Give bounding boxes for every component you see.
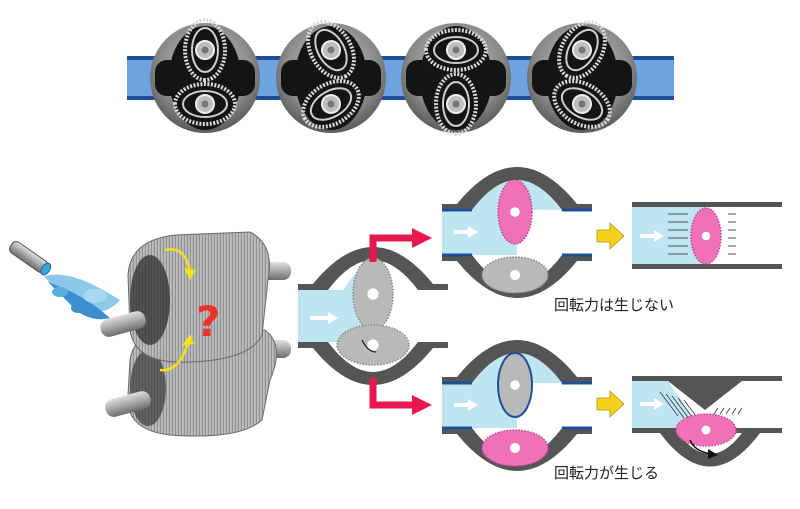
- meter-initial: [298, 247, 448, 385]
- pressure-arrow-icon: [659, 391, 679, 417]
- meter-no-torque: [442, 167, 592, 298]
- question-mark: ?: [196, 297, 220, 346]
- pressure-arrow-icon: [731, 407, 737, 415]
- gear-frame-3: [401, 23, 511, 136]
- oval-gear-icon: [552, 79, 612, 129]
- pressure-arrow-icon: [719, 407, 725, 415]
- yellow-arrow-top-icon: [596, 222, 625, 250]
- gear-pink-vertical: [497, 179, 533, 245]
- caption-no-torque: 回転力は生じない: [554, 296, 675, 314]
- gear-frame-1: [150, 18, 260, 133]
- meter-torque: [442, 340, 592, 471]
- gear-pink-tilted: [675, 413, 737, 447]
- gear-axle-icon: [510, 207, 520, 217]
- nozzle-icon: [9, 241, 52, 276]
- rotation-arrow-top-icon: [164, 248, 192, 273]
- gear-axle-icon: [509, 269, 521, 281]
- gear-axle-icon: [510, 380, 520, 390]
- gear-vertical-gray: [352, 257, 394, 331]
- pressure-arrow-icon: [737, 407, 743, 415]
- gear-frame-4: [527, 20, 637, 133]
- water-spray-icon: [44, 274, 120, 320]
- gear-frame-2: [276, 20, 386, 133]
- gear-axle-icon: [509, 442, 521, 454]
- gear-axle-icon: [367, 339, 379, 351]
- pressure-arrow-icon: [671, 395, 691, 421]
- pipe-no-torque: [632, 202, 782, 269]
- branch-arrow-down-icon: [369, 378, 432, 415]
- gear-axle-icon: [701, 231, 711, 241]
- gear-axle-icon: [367, 288, 379, 300]
- caption-torque: 回転力が生じる: [554, 464, 660, 482]
- oval-gear-icon: [301, 79, 361, 129]
- oval-gear-icon: [306, 20, 356, 80]
- gear-gray-horizontal: [481, 256, 549, 294]
- oval-gear-icon: [183, 18, 227, 82]
- gear-gray-vertical: [497, 352, 533, 418]
- pipe-torque: [632, 376, 782, 467]
- gear-axle-icon: [701, 425, 711, 435]
- gear-pink-horizontal: [481, 429, 549, 467]
- pressure-arrow-icon: [713, 407, 719, 415]
- yellow-arrow-bottom-icon: [596, 390, 625, 418]
- branch-arrow-up-icon: [369, 228, 432, 262]
- rotation-arrow-bottom-icon: [159, 341, 190, 372]
- pressure-arrow-icon: [665, 393, 685, 419]
- pressure-arrow-icon: [725, 407, 731, 415]
- gear-pink-balanced: [690, 207, 722, 265]
- oval-gear-icon: [424, 28, 488, 72]
- oval-gear-icon: [173, 82, 237, 126]
- roller-illustration: ?: [9, 231, 291, 437]
- oval-gear-icon: [434, 72, 478, 136]
- rotation-arrow-icon: [361, 339, 377, 353]
- gear-sequence-strip: [127, 18, 674, 136]
- oval-gear-icon: [557, 20, 607, 80]
- gear-horizontal-gray: [336, 324, 410, 366]
